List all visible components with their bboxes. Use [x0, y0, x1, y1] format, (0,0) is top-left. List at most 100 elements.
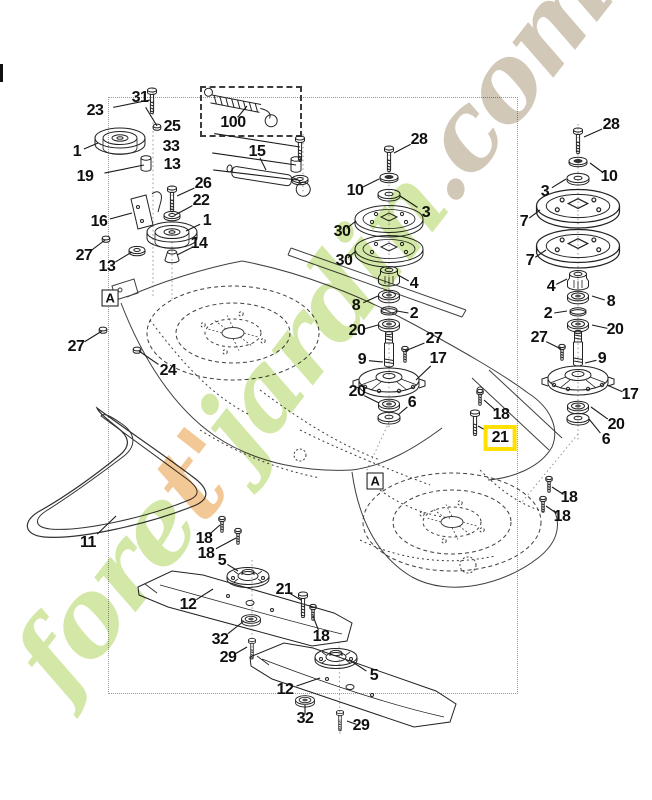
callout-8: 8 — [606, 293, 616, 310]
callout-18: 18 — [312, 628, 330, 645]
leader-line-18 — [215, 537, 237, 550]
leader-line-4 — [556, 278, 568, 285]
leader-line-12 — [296, 677, 321, 687]
leader-line-21 — [289, 592, 302, 601]
callout-18: 18 — [553, 508, 571, 525]
callout-27: 27 — [530, 329, 548, 346]
callout-7: 7 — [519, 213, 529, 230]
callout-17: 17 — [429, 350, 447, 367]
leader-line-7 — [528, 209, 541, 219]
leader-line-100 — [237, 105, 248, 118]
callout-20: 20 — [348, 383, 366, 400]
callout-28: 28 — [410, 131, 428, 148]
leader-line-18 — [545, 505, 558, 514]
leader-line-3 — [399, 195, 418, 208]
leader-line-12 — [195, 588, 214, 601]
leader-line-5 — [350, 660, 367, 672]
leader-line-23 — [113, 99, 151, 108]
mower-deck — [111, 247, 563, 588]
leader-line-8 — [591, 295, 605, 301]
leader-line-30 — [346, 220, 357, 229]
callout-1: 1 — [72, 143, 82, 160]
callout-14: 14 — [190, 235, 208, 252]
callout-100: 100 — [220, 114, 246, 131]
leader-line-27 — [84, 330, 103, 343]
callout-16: 16 — [90, 213, 108, 230]
leader-line-18 — [208, 524, 221, 535]
callout-12: 12 — [179, 596, 197, 613]
callout-28: 28 — [602, 116, 620, 133]
leader-line-20 — [590, 406, 609, 420]
leader-line-10 — [362, 178, 380, 188]
callout-9: 9 — [357, 351, 367, 368]
callout-8: 8 — [351, 297, 361, 314]
leader-line-5 — [226, 563, 239, 572]
leader-line-13 — [114, 251, 133, 263]
callout-18: 18 — [560, 489, 578, 506]
callout-19: 19 — [76, 168, 94, 185]
callout-30: 30 — [333, 223, 351, 240]
leader-line-10 — [589, 162, 604, 173]
callout-13: 13 — [98, 258, 116, 275]
leader-line-20 — [364, 395, 380, 404]
callout-26: 26 — [194, 175, 212, 192]
leader-line-3 — [551, 178, 567, 189]
callout-31: 31 — [131, 89, 149, 106]
callout-21: 21 — [483, 425, 517, 451]
ref-label-A: A — [101, 289, 119, 307]
diagram-dotted-border — [108, 97, 518, 694]
leader-line-27 — [404, 342, 425, 352]
leader-line-14 — [176, 247, 192, 256]
leader-line-17 — [606, 384, 623, 393]
callout-3: 3 — [540, 183, 550, 200]
callout-21: 21 — [275, 581, 293, 598]
callout-25: 25 — [163, 118, 181, 135]
leader-line-24 — [138, 350, 159, 365]
leader-line-25 — [214, 133, 301, 148]
leader-line-27 — [546, 341, 562, 350]
leader-line-30 — [347, 250, 357, 259]
leader-line-28 — [583, 128, 603, 138]
callout-20: 20 — [607, 416, 625, 433]
callout-18: 18 — [197, 545, 215, 562]
callout-27: 27 — [67, 338, 85, 355]
leader-line-2 — [396, 310, 409, 314]
ref-label-A: A — [366, 472, 384, 490]
callout-32: 32 — [296, 710, 314, 727]
callout-22: 22 — [192, 192, 210, 209]
leader-line-18 — [551, 486, 564, 495]
leader-line-15 — [259, 157, 267, 171]
callout-12: 12 — [276, 681, 294, 698]
edge-artifact — [0, 64, 3, 82]
leader-line-18 — [312, 615, 319, 631]
leader-line-1 — [83, 142, 99, 150]
callout-20: 20 — [606, 321, 624, 338]
leader-line-11 — [96, 515, 117, 535]
callout-33: 33 — [162, 138, 180, 155]
leader-line-33 — [212, 152, 297, 166]
leader-line-8 — [363, 295, 379, 304]
idler-group — [94, 87, 311, 354]
callout-6: 6 — [601, 431, 611, 448]
callout-29: 29 — [352, 717, 370, 734]
callout-10: 10 — [346, 182, 364, 199]
leader-line-26 — [176, 187, 195, 197]
callout-11: 11 — [80, 534, 96, 551]
leader-line-17 — [415, 365, 432, 381]
leader-line-7 — [534, 249, 547, 258]
callout-7: 7 — [525, 252, 535, 269]
blade-group — [137, 567, 457, 732]
callout-30: 30 — [335, 252, 353, 269]
callout-5: 5 — [217, 552, 227, 569]
callout-27: 27 — [425, 330, 443, 347]
callout-32: 32 — [211, 631, 229, 648]
leader-line-13 — [213, 169, 298, 181]
callout-13: 13 — [163, 156, 181, 173]
callout-23: 23 — [86, 102, 104, 119]
leader-line-29 — [233, 646, 248, 655]
callout-24: 24 — [159, 362, 177, 379]
drive-belt — [26, 406, 207, 538]
callout-29: 29 — [219, 649, 237, 666]
